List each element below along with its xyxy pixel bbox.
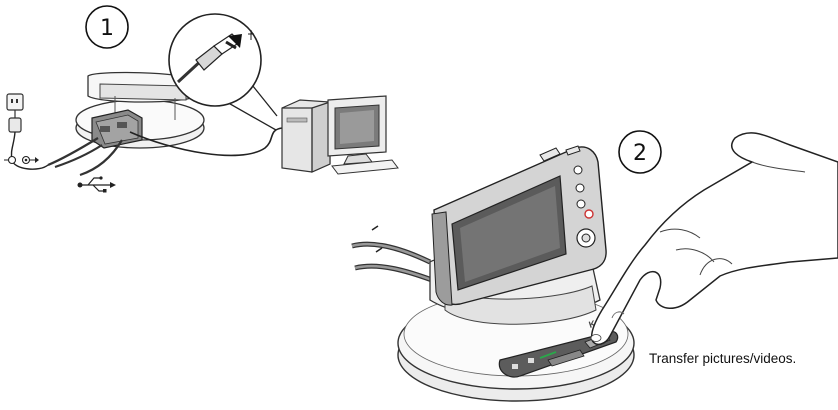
computer-tower-icon: [282, 100, 330, 172]
step-1-group: 1: [4, 6, 398, 193]
usb-icon: [78, 176, 117, 192]
dc-polarity-icon: [4, 157, 39, 164]
step-1-number: 1: [100, 16, 114, 41]
transfer-caption: Transfer pictures/videos.: [649, 351, 796, 366]
step-1-badge: 1: [86, 6, 128, 48]
computer-monitor-icon: [328, 96, 398, 174]
step-2-badge: 2: [619, 131, 661, 173]
dock-rear-cables: [352, 226, 432, 280]
step-2-number: 2: [633, 141, 647, 166]
